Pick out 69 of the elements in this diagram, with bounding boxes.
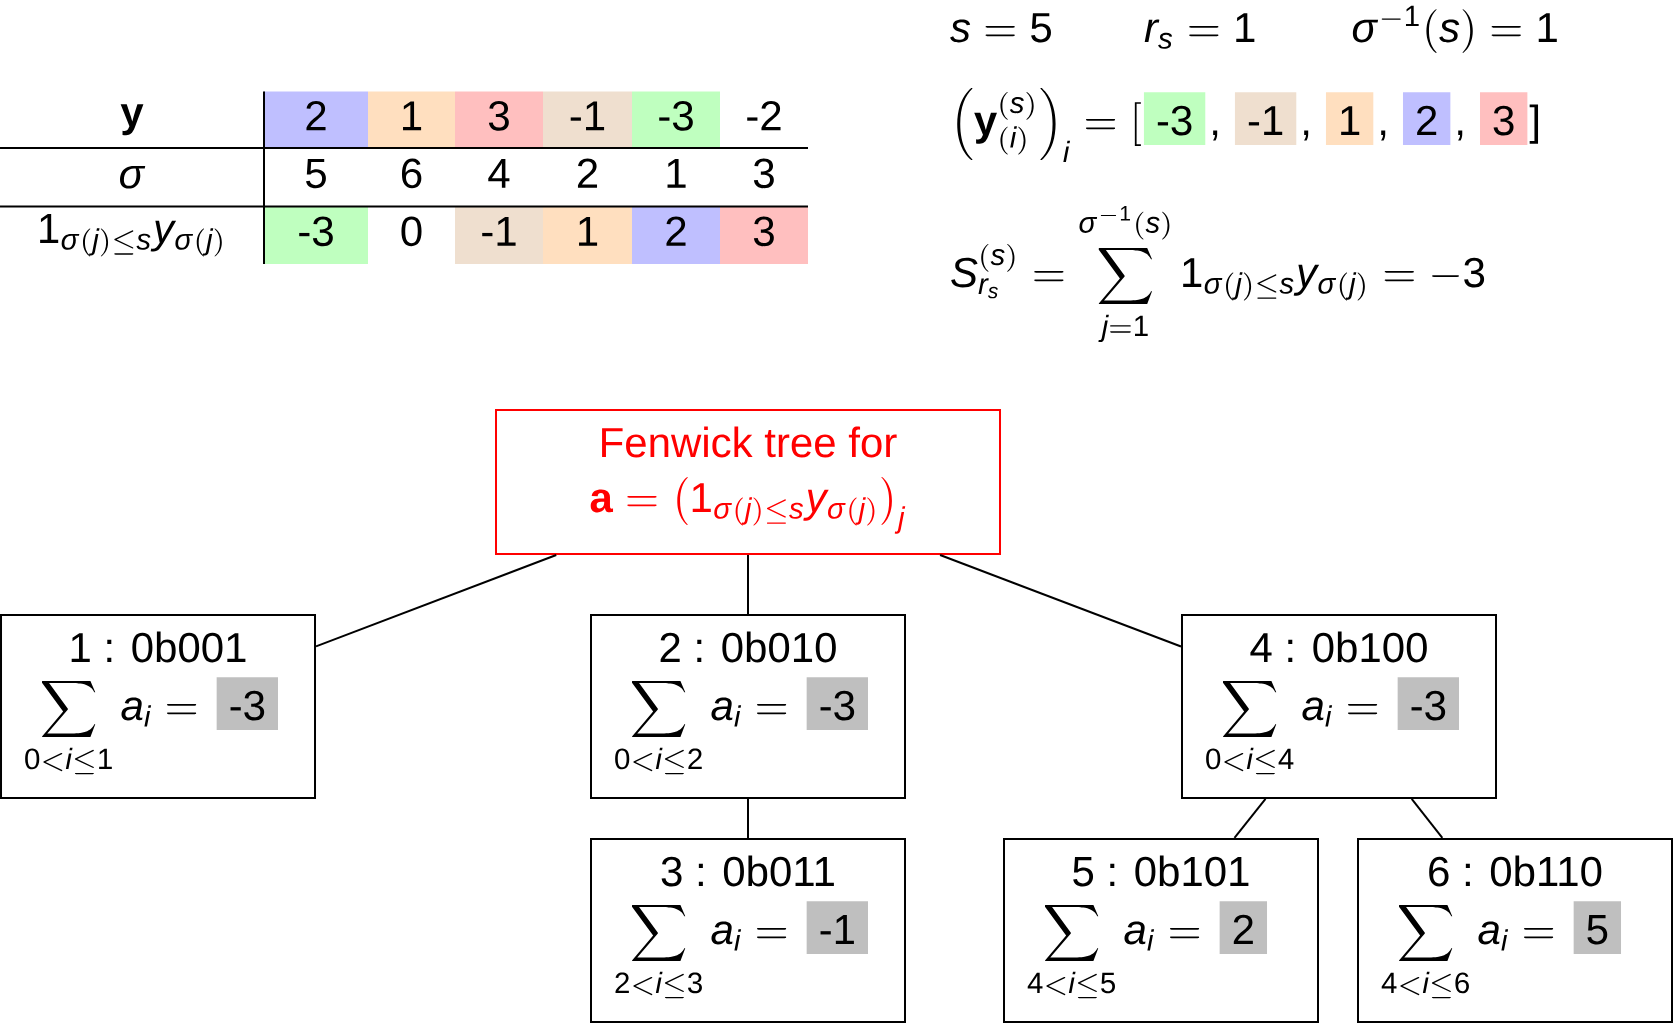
- highlighted-value: -1: [806, 901, 868, 954]
- highlighted-value: 2: [1403, 92, 1451, 145]
- cell-number: -2: [747, 100, 781, 131]
- shaded-cell: 1: [368, 91, 455, 148]
- comma: ,: [1381, 130, 1386, 141]
- row-header: $1_{\sigma(j)\leq s} y_{\sigma(j)}$: [40, 214, 222, 257]
- index-label: 6 : 0b110: [1429, 855, 1602, 887]
- formula: $s = 5$: [950, 13, 1051, 43]
- sum-formula: $\sum_{2<i\leq 3} a_i =$: [615, 905, 787, 999]
- index-label: 2 : 0b010: [660, 631, 836, 663]
- row-header: $\mathbf{y}$: [120, 104, 144, 136]
- shaded-cell: 3: [720, 206, 808, 264]
- tree-node-box: [590, 614, 906, 799]
- bracket: ]: [1529, 104, 1539, 144]
- cell-number: 1: [667, 158, 686, 188]
- highlighted-value: 2: [1219, 901, 1267, 954]
- shaded-cell: -1: [543, 91, 632, 148]
- highlighted-value: -3: [1143, 92, 1206, 145]
- highlighted-value: -1: [1234, 92, 1297, 145]
- cell-number: 0: [401, 216, 422, 247]
- shaded-cell: -3: [264, 206, 368, 264]
- tree-node-box: [590, 838, 906, 1023]
- tree-node-box: [0, 614, 316, 799]
- highlighted-value: 1: [1325, 92, 1374, 145]
- sum-formula: $\sum_{0<i\leq 2} a_i =$: [615, 681, 787, 775]
- formula: $S^{(s)}_{r_s} = \sum_{j=1}^{\sigma^{-1}(s)} 1_{\sigma(j)\leq s} y_{\sigma(j)} = -3$: [951, 206, 1485, 343]
- comma: ,: [1213, 130, 1218, 141]
- highlighted-value: -3: [216, 677, 278, 730]
- tree-edge: [747, 554, 749, 615]
- box-formula: $\mathbf{a} = \left(1_{\sigma(j)\leq s} y_{\sigma(j)}\right)_j$: [590, 477, 906, 534]
- formula: $\left(\mathbf{y}^{(s)}_{(i)}\right)_i = [$: [957, 88, 1141, 163]
- index-label: 4 : 0b100: [1250, 631, 1427, 663]
- shaded-cell: -3: [632, 91, 720, 148]
- highlighted-value: 5: [1573, 901, 1621, 954]
- shaded-cell: 2: [264, 91, 368, 148]
- cell-number: 5: [306, 158, 326, 189]
- tree-node-box: [1181, 614, 1497, 799]
- tree-node-box: [1003, 838, 1319, 1023]
- highlighted-value: 3: [1480, 92, 1528, 145]
- highlighted-value: -3: [806, 677, 868, 730]
- sum-formula: $\sum_{4<i\leq 6} a_i =$: [1381, 905, 1554, 999]
- tree-edge: [315, 554, 558, 648]
- formula: $\sigma^{-1}(s) = 1$: [1352, 5, 1557, 53]
- box-heading: Fenwick tree for: [602, 426, 897, 458]
- shaded-cell: 1: [543, 206, 632, 264]
- cell-number: 2: [577, 158, 598, 188]
- tree-edge: [939, 554, 1182, 648]
- tree-node-box: [1357, 838, 1673, 1023]
- title-box: [495, 409, 1001, 555]
- formula: $r_s = 1$: [1144, 13, 1255, 49]
- row-header: $\sigma$: [120, 166, 146, 189]
- cell-number: 6: [401, 158, 422, 189]
- comma: ,: [1458, 130, 1463, 141]
- cell-number: 3: [753, 158, 774, 189]
- index-label: 3 : 0b011: [661, 855, 834, 887]
- index-label: 5 : 0b101: [1073, 855, 1249, 887]
- cell-number: 4: [488, 158, 510, 188]
- tree-edge: [747, 798, 749, 839]
- shaded-cell: -1: [455, 206, 543, 264]
- sum-formula: $\sum_{4<i\leq 5} a_i =$: [1027, 905, 1200, 999]
- sum-formula: $\sum_{0<i\leq 4} a_i =$: [1206, 681, 1378, 775]
- highlighted-value: -3: [1397, 677, 1459, 730]
- tree-edge: [1233, 798, 1267, 839]
- comma: ,: [1304, 130, 1309, 141]
- shaded-cell: 3: [455, 91, 543, 148]
- shaded-cell: 2: [632, 206, 720, 264]
- sum-formula: $\sum_{0<i\leq 1} a_i =$: [25, 681, 197, 775]
- tree-edge: [1410, 798, 1444, 839]
- index-label: 1 : 0b001: [71, 631, 246, 663]
